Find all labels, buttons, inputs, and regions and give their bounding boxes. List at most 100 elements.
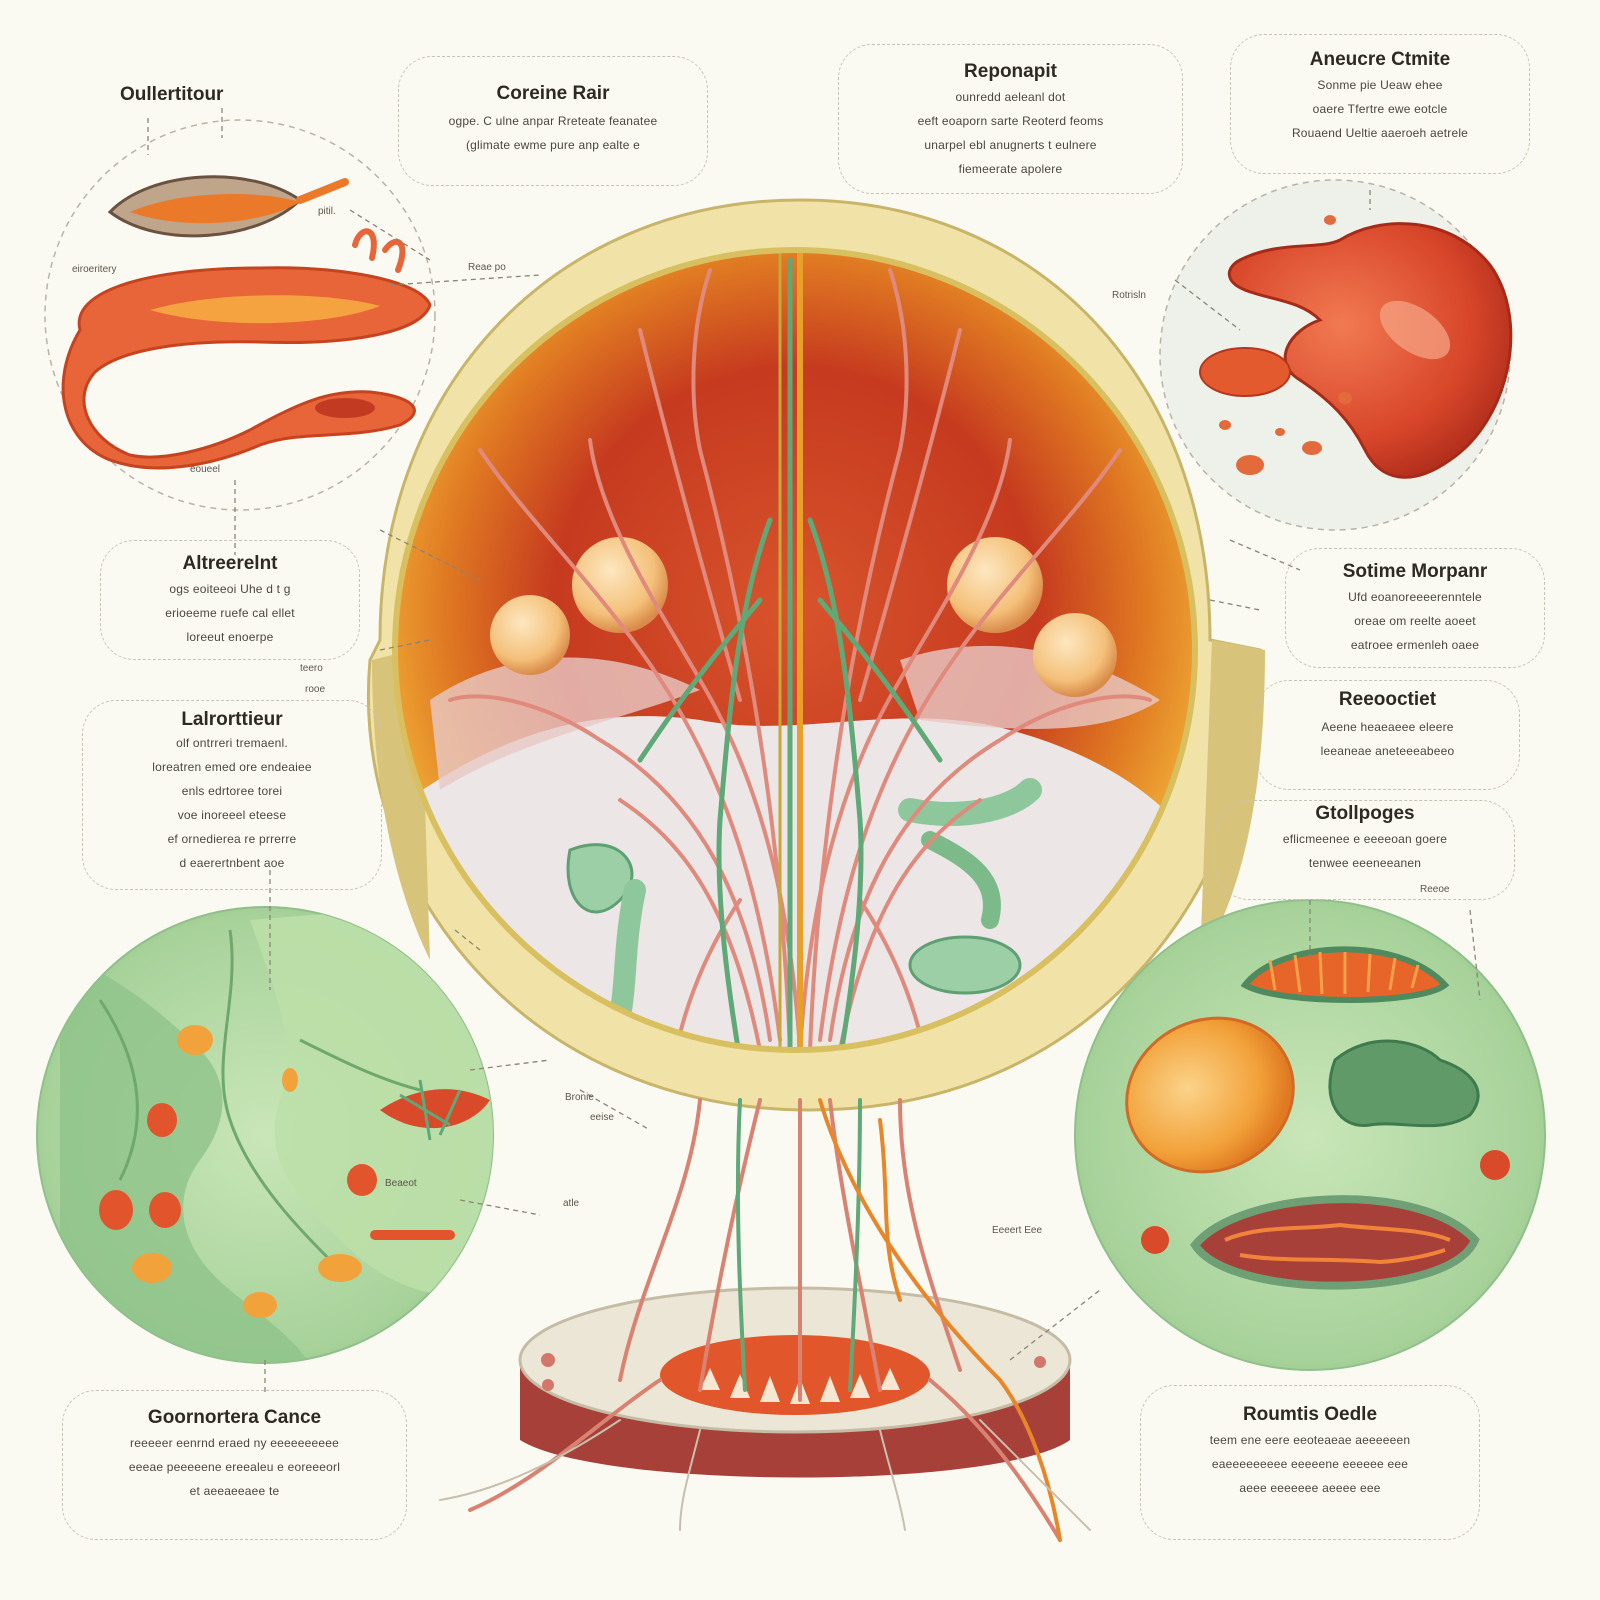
elongated-organ xyxy=(61,266,432,470)
label-line: voe inoreeel eteese xyxy=(177,808,287,822)
sphere-right-upper xyxy=(947,537,1043,633)
green-organelle-1 xyxy=(566,843,634,914)
green-organelle-5 xyxy=(921,831,1001,929)
label-line: eaeeeeeeeee eeeeene eeeeee eee xyxy=(1211,1457,1409,1471)
label-line: erioeeme ruefe cal ellet xyxy=(165,606,295,620)
tag-9: Bronie xyxy=(565,1092,594,1103)
label-line: eeft eoaporn sarte Reoterd feoms xyxy=(917,114,1104,128)
label-box-top-right-center: Reponapit ounredd aeleanl dot eeft eoapo… xyxy=(838,44,1183,194)
right-tissue-panel xyxy=(1074,899,1546,1371)
label-line: teem ene eere eeoteaeae aeeeeeen xyxy=(1209,1433,1411,1447)
organ-tendrils xyxy=(352,228,406,273)
label-line: Rouaend Ueltie aaeroeh aetrele xyxy=(1291,126,1469,140)
label-line: unarpel ebl anugnerts t eulnere xyxy=(924,138,1097,152)
seed-organ-tip xyxy=(296,178,349,204)
label-line: et aeeaeeaee te xyxy=(189,1484,280,1498)
base-spots xyxy=(541,1353,1046,1391)
label-line: ef ornedierea re prrerre xyxy=(167,832,297,846)
sphere-left-upper xyxy=(572,537,668,633)
label-line: oreae om reelte aoeet xyxy=(1354,614,1476,628)
left-tissue-light xyxy=(250,907,493,1300)
label-line: ogpe. C ulne anpar Rreteate feanatee xyxy=(448,114,658,128)
tag-8: Reeoe xyxy=(1420,884,1450,895)
cell-base xyxy=(439,1098,1091,1542)
cell-pink-haze-right xyxy=(900,645,1160,729)
label-body-top-right-center: ounredd aeleanl dot eeft eoaporn sarte R… xyxy=(839,85,1182,181)
cell-membrane xyxy=(392,247,1198,1053)
left-tissue-red-cells xyxy=(99,1103,377,1230)
label-body-left-mid: ogs eoiteeoi Uhe d t g erioeeme ruefe ca… xyxy=(101,577,359,649)
label-title-top-center: Coreine Rair xyxy=(496,83,610,104)
label-title-right-lower: Gtollpoges xyxy=(1315,803,1415,824)
label-line: enls edrtoree torei xyxy=(181,784,283,798)
sphere-right-lower xyxy=(1033,613,1117,697)
label-body-right-lower: eflicmeenee e eeeeoan goere tenwee eeene… xyxy=(1216,827,1514,875)
label-line: aeee eeeeeee aeeee eee xyxy=(1239,1481,1381,1495)
top-left-panel-border xyxy=(44,119,436,511)
tag-11: Beaeot xyxy=(385,1178,417,1189)
label-box-top-right: Aneucre Ctmite Sonme pie Ueaw ehee oaere… xyxy=(1230,34,1530,174)
label-line: loreatren emed ore endeaiee xyxy=(152,760,312,774)
label-line: d eaerertnbent aoe xyxy=(179,856,285,870)
label-title-top-right: Aneucre Ctmite xyxy=(1309,49,1451,70)
label-line: (glimate ewme pure anp ealte e xyxy=(465,138,641,152)
label-line: eeeae peeeeene ereealeu e eoreeeorl xyxy=(128,1460,341,1474)
green-organelle-4 xyxy=(908,935,1022,995)
label-box-bottom-left: Goornortera Cance reeeeer eenrnd eraed n… xyxy=(62,1390,407,1540)
label-body-left-low: olf ontrreri tremaenl. loreatren emed or… xyxy=(83,731,381,875)
label-title-bottom-right: Roumtis Oedle xyxy=(1242,1404,1378,1425)
elongated-organ-lobe xyxy=(315,398,375,418)
top-left-organ-panel xyxy=(44,119,436,511)
label-line: leeaneae aneteeeabeeo xyxy=(1320,744,1455,758)
label-line: ogs eoiteeoi Uhe d t g xyxy=(169,582,291,596)
label-line: oaere Tfertre ewe eotcle xyxy=(1312,102,1448,116)
tag-6: teero xyxy=(300,663,323,674)
left-tissue-panel xyxy=(36,906,494,1364)
stand-right-shade xyxy=(1200,640,1265,960)
tag-12: atle xyxy=(563,1198,580,1209)
label-line: reeeeer eenrnd eraed ny eeeeeeeeee xyxy=(130,1436,339,1450)
left-tissue-shade xyxy=(60,950,320,1363)
elongated-organ-core xyxy=(150,295,380,324)
label-box-bottom-right: Roumtis Oedle teem ene eere eeoteaeae ae… xyxy=(1140,1385,1480,1540)
tag-13: Eeeert Eee xyxy=(992,1225,1043,1236)
label-body-bottom-right: teem ene eere eeoteaeae aeeeeeen eaeeeee… xyxy=(1141,1428,1479,1500)
label-line: ounredd aeleanl dot xyxy=(955,90,1066,104)
label-line: Sonme pie Ueaw ehee xyxy=(1317,78,1443,92)
label-body-right-low: Aeene heaeaeee eleere leeaneae aneteeeab… xyxy=(1256,715,1519,763)
right-red-dot-1 xyxy=(1480,1150,1510,1180)
tag-2: eiroeritery xyxy=(72,264,117,275)
cell-pink-haze-left xyxy=(430,657,700,790)
tag-3: Reae po xyxy=(468,262,506,273)
red-organ xyxy=(1227,222,1513,479)
label-line: Ufd eoanoreeeerenntele xyxy=(1348,590,1482,604)
label-body-top-right: Sonme pie Ueaw ehee oaere Tfertre ewe eo… xyxy=(1231,73,1529,145)
title-outer-tissue: Oullertitour xyxy=(120,84,224,105)
tag-1: pitil. xyxy=(318,206,336,217)
label-line: eatroee ermenleh oaee xyxy=(1350,638,1480,652)
label-line: fiemeerate apolere xyxy=(958,162,1063,176)
right-striations xyxy=(1268,951,1420,995)
label-line: tenwee eeeneeanen xyxy=(1308,856,1422,870)
left-tissue-orange-cells xyxy=(132,1025,362,1318)
right-mitochondrion-cristae xyxy=(1224,1222,1451,1265)
right-red-dot-2 xyxy=(1141,1226,1169,1254)
label-box-left-low: Lalrorttieur olf ontrreri tremaenl. lore… xyxy=(82,700,382,890)
stem-roots xyxy=(439,1098,1091,1542)
tag-4: eoueel xyxy=(190,464,221,475)
left-tissue-walls xyxy=(98,929,421,1272)
label-box-right-low: Reeooctiet Aeene heaeaeee eleere leeanea… xyxy=(1255,680,1520,790)
right-green-organelle xyxy=(1328,1039,1480,1128)
label-line: olf ontrreri tremaenl. xyxy=(176,736,288,750)
label-title-bottom-left: Goornortera Cance xyxy=(147,1407,322,1428)
label-box-left-mid: Altreerelnt ogs eoiteeoi Uhe d t g erioe… xyxy=(100,540,360,660)
red-organ-highlight xyxy=(1379,300,1451,360)
label-body-top-center: ogpe. C ulne anpar Rreteate feanatee (gl… xyxy=(399,109,707,157)
top-right-organ-panel xyxy=(1159,179,1513,531)
label-box-top-center: Coreine Rair ogpe. C ulne anpar Rreteate… xyxy=(398,56,708,186)
seed-organ-core xyxy=(130,193,300,224)
green-organelle-3 xyxy=(898,778,1042,826)
tag-7: rooe xyxy=(305,684,326,695)
label-title-right-mid: Sotime Morpanr xyxy=(1342,561,1488,582)
